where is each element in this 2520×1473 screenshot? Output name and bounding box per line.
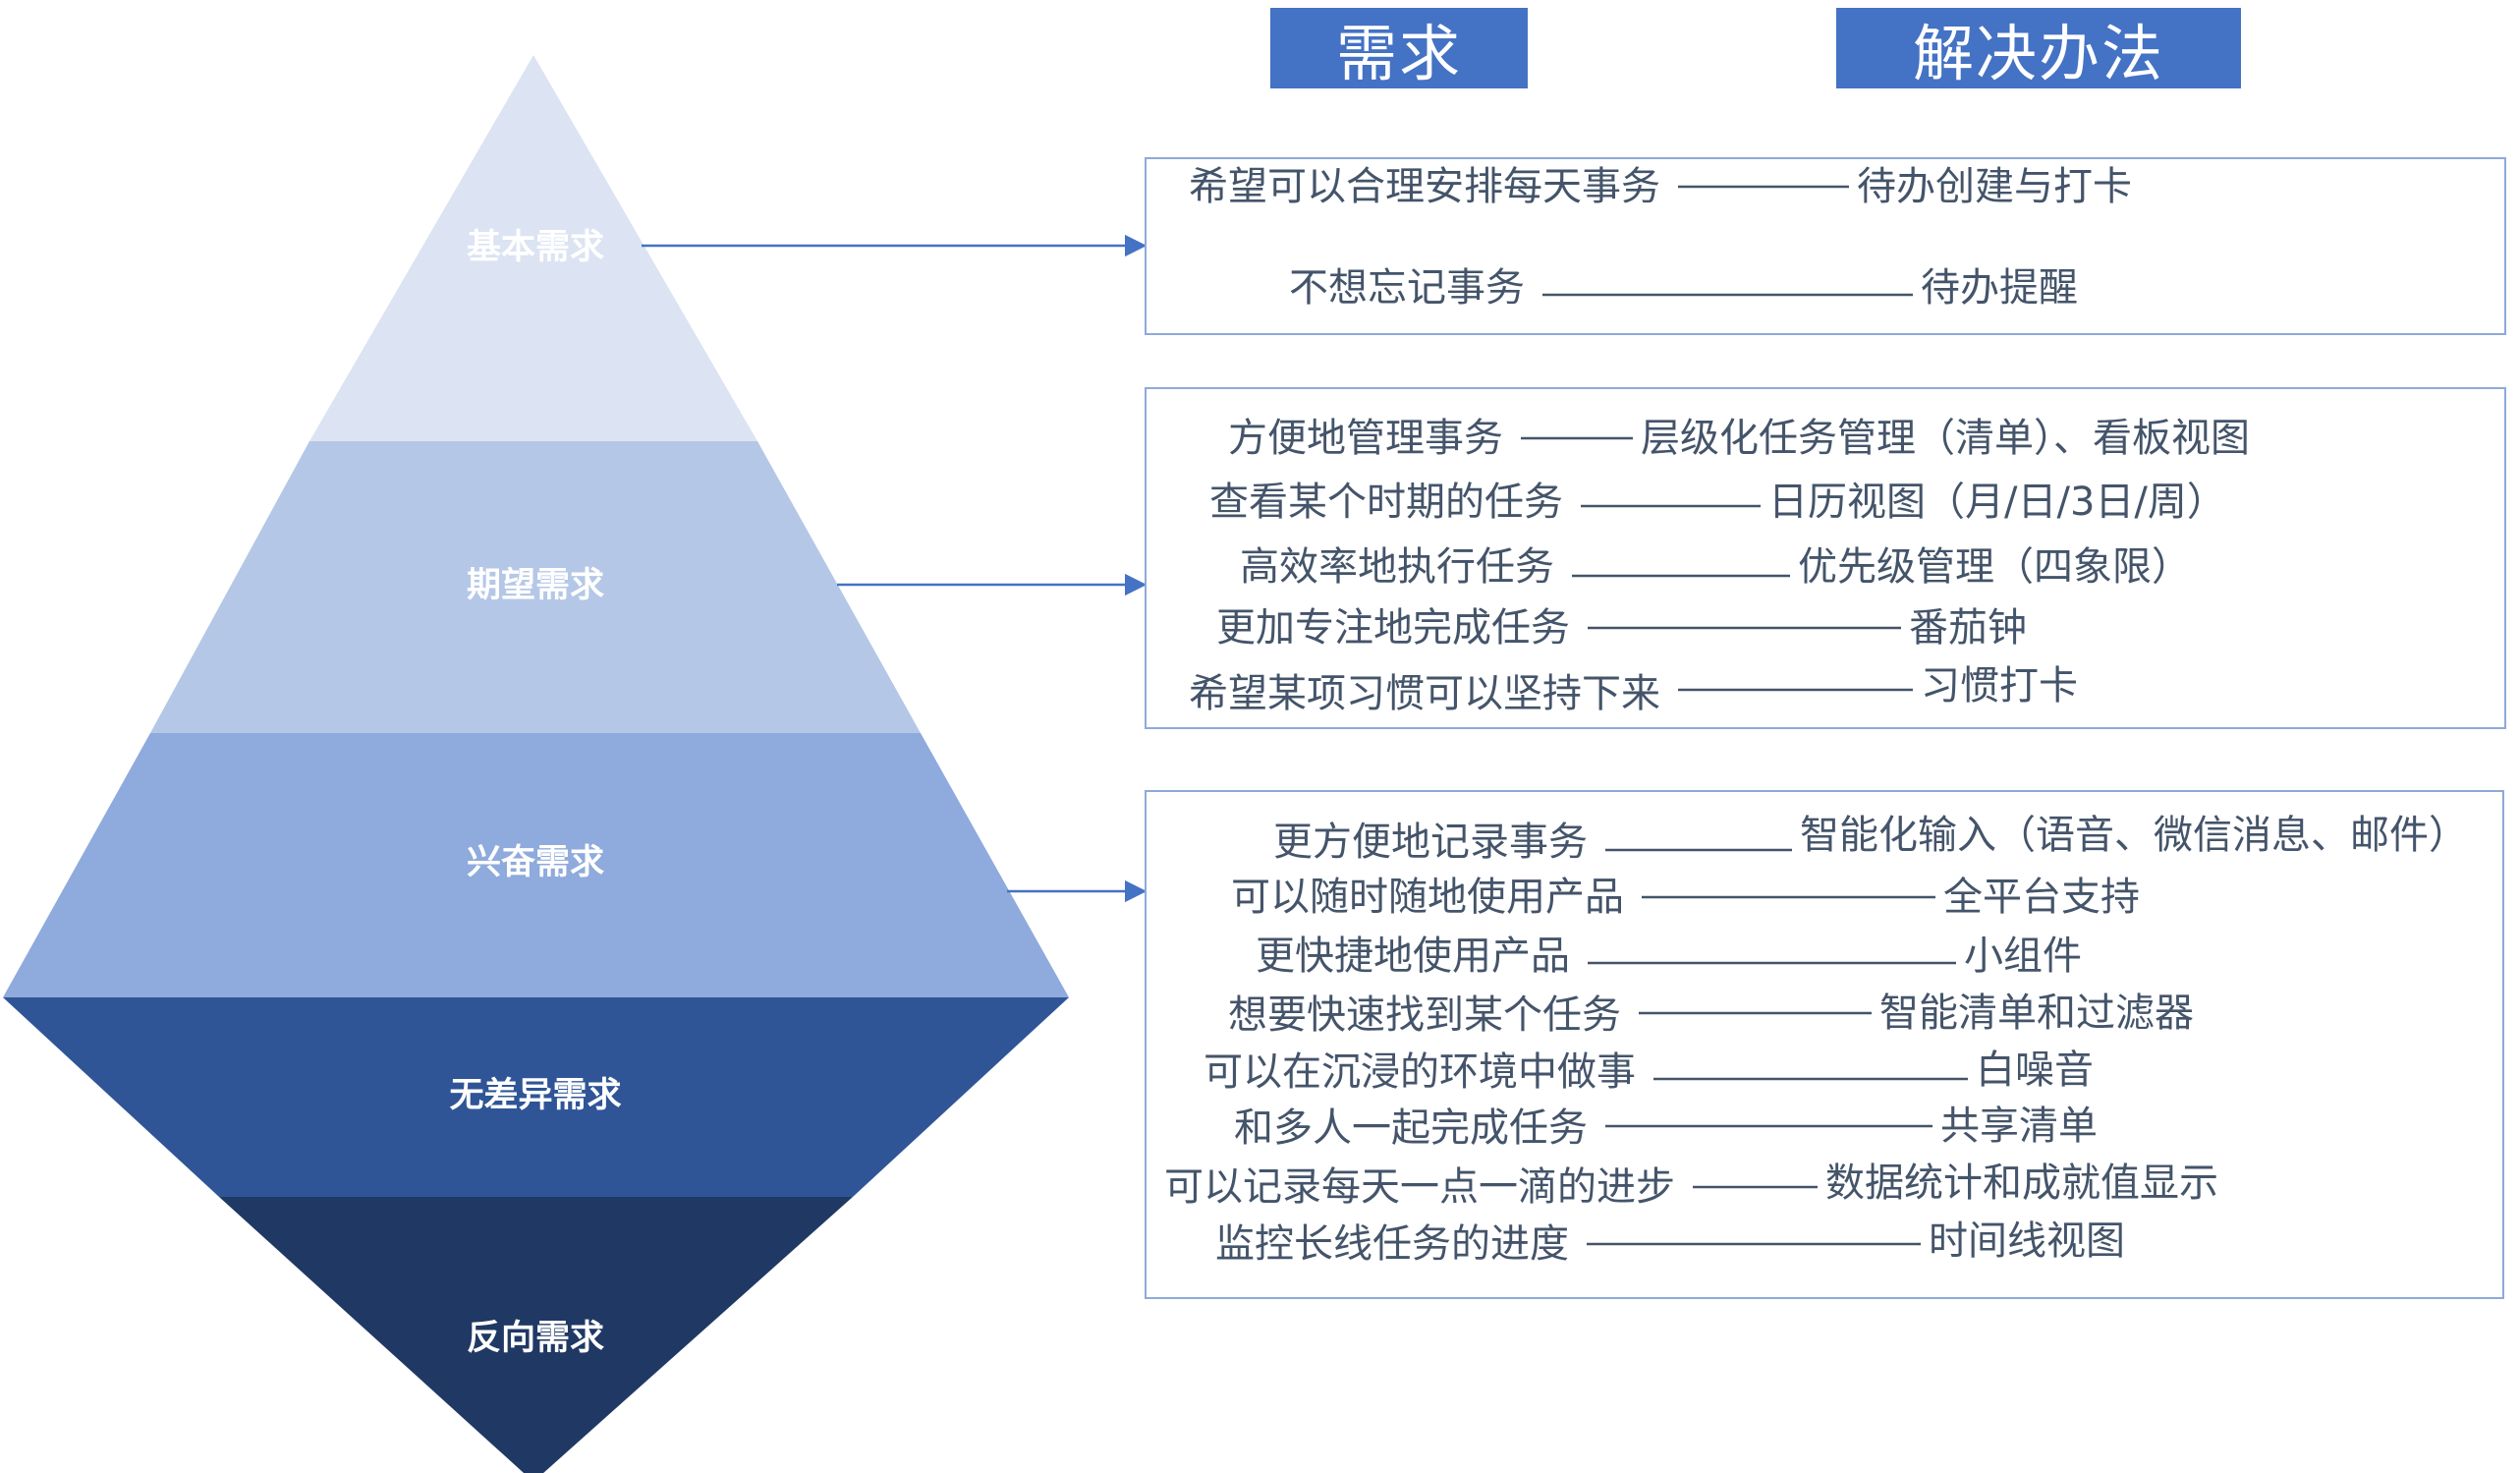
need-text: 查看某个时期的任务	[1209, 480, 1563, 525]
solution-text: 白噪音	[1976, 1048, 2094, 1093]
need-text: 想要快速找到某个任务	[1228, 992, 1621, 1038]
solution-text: 番茄钟	[1909, 605, 2027, 651]
tier-basic-shape	[309, 55, 757, 441]
solution-text: 小组件	[1964, 934, 2082, 979]
need-text: 不想忘记事务	[1289, 265, 1525, 311]
solution-text: 时间线视图	[1929, 1218, 2125, 1264]
need-text: 可以在沉浸的环境中做事	[1204, 1049, 1636, 1095]
solution-text: 待办创建与打卡	[1857, 164, 2132, 209]
need-text: 希望某项习惯可以坚持下来	[1189, 671, 1660, 716]
group-expected-box	[1145, 387, 2506, 729]
tier-excitement-label: 兴奋需求	[467, 843, 604, 882]
need-text: 方便地管理事务	[1228, 416, 1503, 461]
tier-reverse-label: 反向需求	[467, 1319, 604, 1358]
tier-indifferent-shape	[3, 997, 1069, 1197]
solution-text: 共享清单	[1940, 1104, 2098, 1149]
need-text: 可以随时随地使用产品	[1231, 875, 1624, 920]
need-text: 和多人一起完成任务	[1234, 1105, 1588, 1151]
need-text: 高效率地执行任务	[1240, 544, 1554, 590]
solution-text: 全平台支持	[1943, 875, 2140, 920]
tier-expected-shape	[150, 441, 921, 733]
solution-text: 待办提醒	[1921, 265, 2078, 311]
solution-text: 智能化输入（语音、微信消息、邮件）	[1800, 813, 2468, 858]
tier-basic-label: 基本需求	[467, 228, 604, 267]
solution-text: 日历视图（月/日/3日/周）	[1768, 480, 2226, 525]
header-solution: 解决办法	[1836, 8, 2241, 89]
need-text: 监控长线任务的进度	[1215, 1221, 1569, 1267]
solution-text: 习惯打卡	[1921, 663, 2078, 708]
solution-text: 智能清单和过滤器	[1879, 991, 2194, 1036]
solution-text: 优先级管理（四象限）	[1798, 544, 2191, 590]
tier-indifferent-label: 无差异需求	[449, 1076, 621, 1115]
need-text: 可以记录每天一点一滴的进步	[1164, 1164, 1675, 1210]
solution-text: 数据统计和成就值显示	[1825, 1161, 2218, 1206]
tier-excitement-shape	[3, 733, 1069, 997]
solution-text: 层级化任务管理（清单）、看板视图	[1641, 416, 2250, 461]
tier-expected-label: 期望需求	[467, 566, 604, 605]
need-text: 希望可以合理安排每天事务	[1189, 164, 1660, 209]
need-text: 更快捷地使用产品	[1256, 934, 1570, 979]
group-excitement-box	[1145, 790, 2504, 1299]
header-need: 需求	[1270, 8, 1528, 89]
need-text: 更方便地记录事务	[1273, 820, 1588, 865]
need-text: 更加专注地完成任务	[1216, 605, 1570, 651]
tier-reverse-shape	[219, 1197, 853, 1473]
